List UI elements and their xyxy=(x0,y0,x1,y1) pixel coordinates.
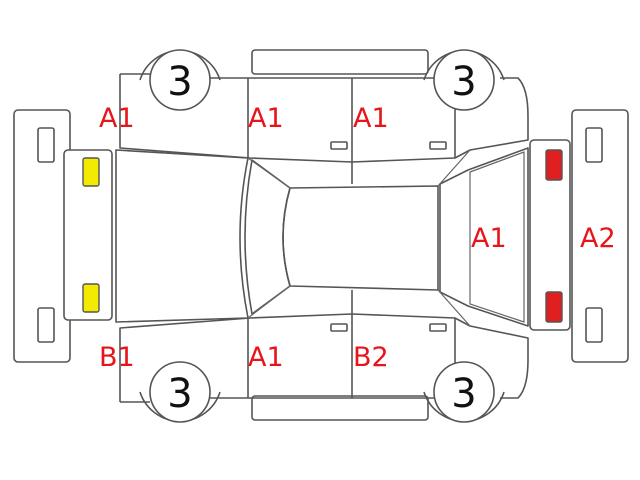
bottom-a-pillar-line xyxy=(247,285,291,319)
damage-label-rear-bumper: A2 xyxy=(580,223,616,254)
front-bumper-slot-top xyxy=(37,127,55,163)
bottom-rear-door-handle xyxy=(429,323,447,332)
top-a-pillar-line xyxy=(247,157,291,189)
rear-bumper-slot-bottom xyxy=(585,307,603,343)
bottom-rear-tire xyxy=(433,361,495,423)
hood-outline xyxy=(115,149,249,323)
damage-label-rear-window: A1 xyxy=(471,223,507,254)
tire-front-left-number: 3 xyxy=(167,59,192,105)
tire-front-right-number: 3 xyxy=(167,371,192,417)
top-front-tire xyxy=(149,49,211,111)
top-c-pillar-line xyxy=(437,149,471,187)
damage-label-top-front-door: A1 xyxy=(248,103,284,134)
rear-left-taillamp xyxy=(545,149,563,181)
tire-rear-right-number: 3 xyxy=(451,371,476,417)
tire-rear-left-number: 3 xyxy=(451,59,476,105)
damage-label-bottom-front-fender: B1 xyxy=(99,342,135,373)
top-roof-rail xyxy=(251,49,429,75)
top-rear-tire xyxy=(433,49,495,111)
rear-right-taillamp xyxy=(545,291,563,323)
damage-label-top-front-fender: A1 xyxy=(99,103,135,134)
bottom-roof-rail xyxy=(251,395,429,421)
front-bumper-slot-bottom xyxy=(37,307,55,343)
trunk-panel xyxy=(529,139,571,331)
front-right-headlamp xyxy=(82,283,100,313)
front-left-headlamp xyxy=(82,157,100,187)
bottom-front-tire xyxy=(149,361,211,423)
top-front-door-handle xyxy=(330,141,348,150)
bottom-front-door-handle xyxy=(330,323,348,332)
damage-label-bottom-front-door: A1 xyxy=(248,342,284,373)
top-rear-door-handle xyxy=(429,141,447,150)
damage-label-top-rear-door: A1 xyxy=(353,103,389,134)
front-grille-area xyxy=(63,149,113,321)
bottom-c-pillar-line xyxy=(437,289,471,327)
rear-window-inner xyxy=(469,151,525,323)
roof-panel xyxy=(282,185,439,291)
rear-bumper-slot-top xyxy=(585,127,603,163)
damage-label-bottom-rear-door: B2 xyxy=(353,342,389,373)
rear-bumper xyxy=(571,109,629,363)
